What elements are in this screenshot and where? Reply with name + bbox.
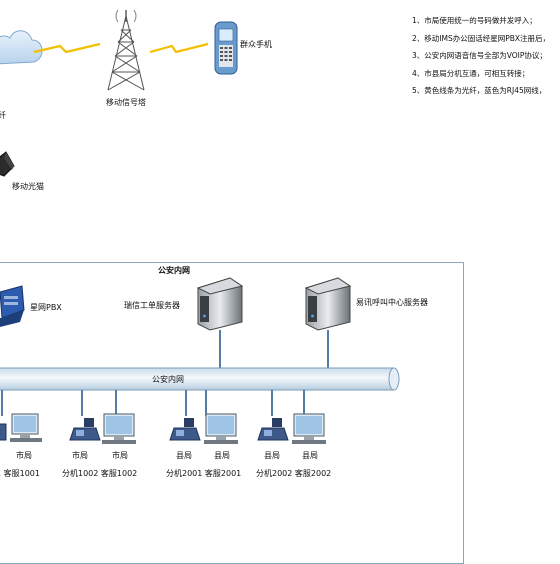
box-title: 公安内网	[158, 266, 190, 275]
desktop-pc-icon	[204, 413, 238, 444]
tower-label: 移动信号塔	[106, 98, 146, 107]
call-center-server-icon	[304, 277, 352, 331]
endpoint-group	[169, 413, 238, 444]
pbx-device-icon	[0, 285, 25, 327]
endpoint-drop-lines	[1, 390, 305, 416]
desktop-pc-icon	[292, 413, 326, 444]
modem-label: 移动光猫	[12, 182, 44, 191]
note-item: 2、移动IMS办公固话经星网PBX注册后，	[412, 33, 551, 43]
endpoint-bottom-label: 分机1002 客服1002	[62, 469, 138, 478]
endpoint-group	[0, 413, 42, 442]
desktop-pc-icon	[10, 413, 42, 442]
ip-phone-icon	[169, 418, 201, 441]
ip-phone-icon	[69, 418, 101, 441]
desktop-pc-icon	[102, 413, 136, 444]
note-item: 5、黄色线条为光纤，蓝色为RJ45网线，	[412, 86, 547, 95]
cloud-icon	[0, 30, 43, 65]
cloud-label: 纤	[0, 111, 6, 120]
endpoint-bottom-label: 1 客服1001	[0, 469, 40, 478]
ip-phone-icon	[0, 423, 7, 441]
pc-top-label: 市局	[112, 451, 128, 460]
mobile-phone-icon	[214, 21, 238, 75]
endpoint-bottom-label: 分机2002 客服2002	[256, 469, 332, 478]
pc-top-label: 县局	[214, 451, 230, 460]
pc-top-label: 县局	[302, 451, 318, 460]
phone-label: 群众手机	[240, 40, 272, 49]
fiber-link-icon	[33, 42, 209, 54]
note-item: 3、公安内网语音信号全部为VOIP协议；	[412, 51, 547, 60]
phone-top-label: 县局	[264, 451, 280, 460]
phone-top-label: 县局	[176, 451, 192, 460]
server-uplink-lines	[219, 330, 329, 368]
intranet-pipe	[0, 367, 400, 391]
ticket-server-icon	[196, 277, 244, 331]
pc-top-label: 市局	[16, 451, 32, 460]
notes-list: 1、市局使用统一的号码做并发呼入； 2、移动IMS办公固话经星网PBX注册后， …	[412, 14, 550, 102]
note-item: 1、市局使用统一的号码做并发呼入；	[412, 16, 537, 25]
pbx-label: 星网PBX	[30, 303, 62, 312]
optical-modem-icon	[0, 151, 15, 177]
phone-top-label: 市局	[72, 451, 88, 460]
signal-tower-icon	[107, 9, 145, 91]
endpoint-group	[257, 413, 326, 444]
endpoint-bottom-label: 分机2001 客服2001	[166, 469, 242, 478]
pipe-label: 公安内网	[152, 375, 184, 384]
note-item: 4、市县局分机互通，可相互转接；	[412, 68, 530, 78]
ip-phone-icon	[257, 418, 289, 441]
server1-label: 瑞信工单服务器	[124, 301, 180, 310]
server2-label: 易讯呼叫中心服务器	[356, 298, 428, 307]
endpoint-group	[69, 413, 136, 444]
